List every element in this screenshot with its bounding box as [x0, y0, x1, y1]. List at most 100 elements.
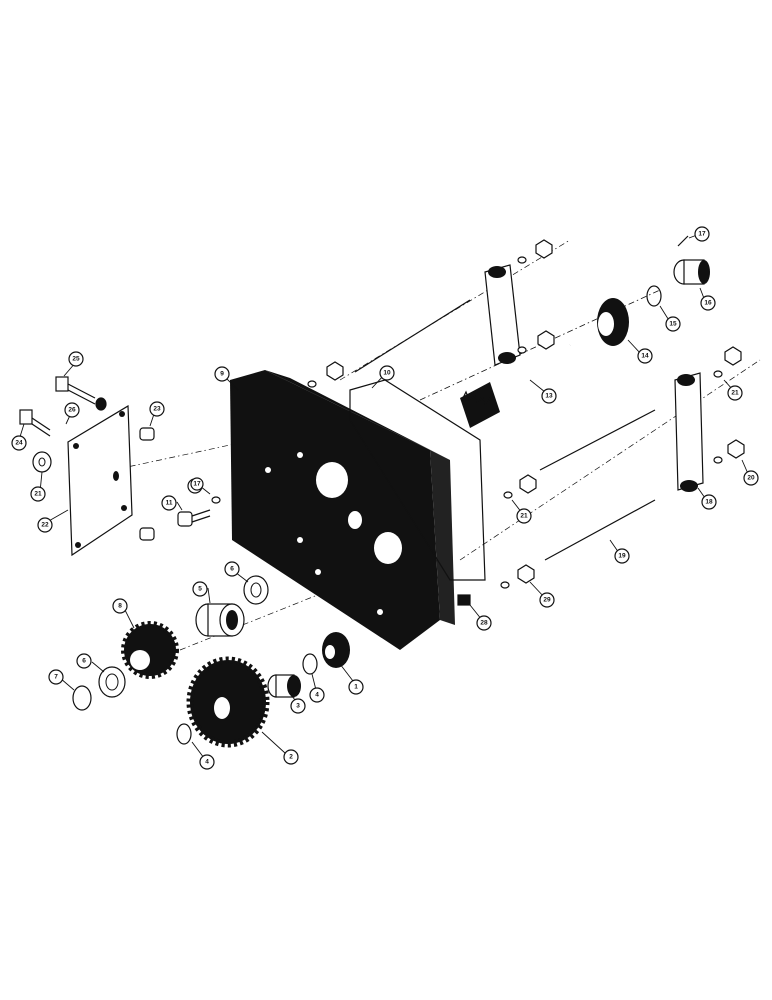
callout-11: 11 [161, 495, 177, 511]
callout-label: 21 [731, 390, 739, 397]
dowel-pin-lower [139, 527, 155, 541]
callout-label: 3 [296, 703, 300, 710]
callout-1: 1 [348, 679, 364, 695]
small-washers [307, 256, 723, 589]
hex-nut-lower [517, 564, 535, 584]
callout-label: 25 [72, 356, 80, 363]
stud-upper [354, 299, 471, 373]
cap-bolt [177, 509, 211, 527]
callout-label: 29 [543, 597, 551, 604]
callout-label: 10 [383, 370, 391, 377]
callout-6-upper: 6 [224, 561, 240, 577]
callout-10: 10 [379, 365, 395, 381]
cap-screw-lower [19, 409, 51, 437]
callout-18: 18 [701, 494, 717, 510]
housing-plate [230, 370, 455, 650]
hub [322, 632, 350, 668]
lock-washer-upper [95, 397, 107, 411]
callout-label: 21 [34, 491, 42, 498]
bushing-upper [195, 603, 245, 637]
callout-29: 29 [539, 592, 555, 608]
coupling [597, 298, 629, 346]
bracket-lower [674, 372, 704, 492]
hex-nut-right [727, 439, 745, 459]
callout-label: 7 [54, 674, 58, 681]
lock-washer-small [211, 496, 221, 504]
cotter-pin [677, 235, 689, 247]
callout-21-middle: 21 [516, 508, 532, 524]
callout-label: 24 [15, 440, 23, 447]
callout-21-right: 21 [727, 385, 743, 401]
snap-ring-lower [176, 723, 192, 745]
callout-label: 2 [289, 754, 293, 761]
callout-25: 25 [68, 351, 84, 367]
cap-screw-upper [55, 376, 96, 405]
callout-3: 3 [290, 698, 306, 714]
callout-label: 1 [354, 684, 358, 691]
callout-label: 6 [82, 658, 86, 665]
callout-28: 28 [476, 615, 492, 631]
callout-13: 13 [541, 388, 557, 404]
plug-fitting [457, 594, 471, 606]
hex-nut-shaft [537, 330, 555, 350]
callout-21-left: 21 [30, 486, 46, 502]
callout-9: 9 [214, 366, 230, 382]
callout-23: 23 [149, 401, 165, 417]
callout-label: 14 [641, 353, 649, 360]
callout-17-right: 17 [694, 226, 710, 242]
callout-label: 21 [520, 513, 528, 520]
cover-plate [67, 404, 133, 557]
callout-label: 4 [315, 692, 319, 699]
callout-label: 13 [545, 393, 553, 400]
bracket-upper [484, 264, 521, 366]
callout-label: 19 [618, 553, 626, 560]
dowel-pin-upper [139, 427, 155, 441]
callout-16: 16 [700, 295, 716, 311]
callout-label: 6 [230, 566, 234, 573]
callout-4-lower: 4 [199, 754, 215, 770]
callout-20: 20 [743, 470, 759, 486]
callout-7: 7 [48, 669, 64, 685]
gear-small [121, 621, 179, 679]
callout-17-small: 17 [190, 477, 204, 491]
callout-label: 15 [669, 321, 677, 328]
callout-label: 23 [153, 406, 161, 413]
callout-label: 17 [193, 481, 201, 488]
hex-nut-middle [519, 474, 537, 494]
callout-15: 15 [665, 316, 681, 332]
snap-ring-right [646, 285, 662, 307]
thrust-washer-upper [243, 575, 269, 605]
flat-washer [32, 451, 52, 473]
pinion-shaft [460, 343, 572, 428]
callout-24: 24 [11, 435, 27, 451]
callout-22: 22 [37, 517, 53, 533]
callout-label: 5 [198, 586, 202, 593]
callout-26: 26 [64, 402, 80, 418]
snap-ring-middle [302, 653, 318, 675]
hex-nut-upper-left [326, 361, 344, 381]
callout-label: 8 [118, 603, 122, 610]
callout-label: 16 [704, 300, 712, 307]
bushing-lower [267, 674, 301, 698]
gear-large [186, 656, 270, 748]
callout-label: 9 [220, 371, 224, 378]
callout-5: 5 [192, 581, 208, 597]
snap-ring-left [72, 685, 92, 711]
callout-label: 17 [698, 231, 706, 238]
hex-nut-top [535, 239, 553, 259]
callout-label: 20 [747, 475, 755, 482]
callout-14: 14 [637, 348, 653, 364]
callout-19: 19 [614, 548, 630, 564]
callout-label: 11 [166, 500, 173, 507]
callout-4-middle: 4 [309, 687, 325, 703]
hex-nut-right-top [724, 346, 742, 366]
callout-label: 28 [480, 620, 488, 627]
sleeve [673, 259, 710, 285]
callout-label: 18 [705, 499, 713, 506]
thrust-washer-lower [98, 666, 126, 698]
callout-label: 26 [68, 407, 76, 414]
callout-2: 2 [283, 749, 299, 765]
callout-label: 4 [205, 759, 209, 766]
stud-lower [544, 499, 656, 561]
